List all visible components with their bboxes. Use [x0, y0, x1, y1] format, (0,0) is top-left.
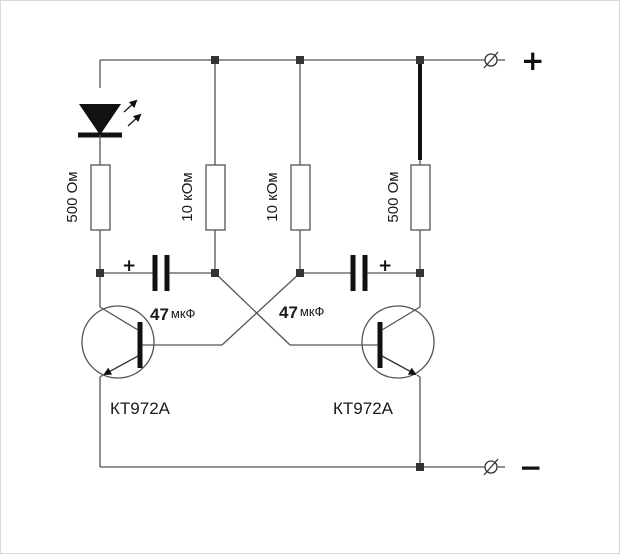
terminal-negative — [483, 458, 505, 476]
resistor-r1 — [90, 164, 111, 273]
capacitor-c1-polarity: + — [122, 256, 136, 276]
capacitor-c2 — [300, 255, 420, 291]
transistor-q2-label: КТ972А — [333, 399, 394, 418]
resistor-r3-label: 10 кОм — [264, 172, 281, 221]
positive-sign: + — [521, 44, 544, 77]
positive-rail — [99, 59, 485, 165]
transistor-q1 — [81, 273, 155, 379]
resistor-r4 — [410, 164, 431, 273]
junction-dots — [96, 56, 424, 471]
transistor-q1-label: КТ972А — [110, 399, 171, 418]
transistor-q2 — [361, 273, 435, 379]
resistor-r4-label: 500 Ом — [385, 171, 402, 222]
capacitor-c2-unit: мкФ — [300, 304, 325, 319]
negative-sign: − — [519, 451, 542, 484]
resistor-r3 — [290, 164, 311, 273]
resistor-r2 — [205, 164, 226, 273]
capacitor-c1-unit: мкФ — [171, 306, 196, 321]
capacitor-c2-value: 47 — [279, 303, 298, 322]
resistor-r1-label: 500 Ом — [64, 171, 81, 222]
capacitor-c1-value: 47 — [150, 305, 169, 324]
led — [78, 99, 142, 165]
capacitor-c1 — [100, 255, 215, 291]
terminal-positive — [483, 51, 505, 69]
negative-rail — [99, 377, 485, 468]
capacitor-c2-polarity: + — [378, 256, 392, 276]
resistor-r2-label: 10 кОм — [179, 172, 196, 221]
